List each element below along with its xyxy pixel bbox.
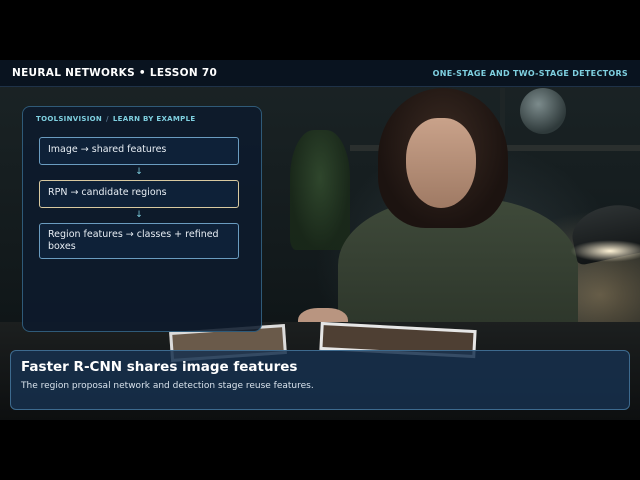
breadcrumb: TOOLSINVISION/LEARN BY EXAMPLE [36,115,195,123]
pipeline-step-shared-features: Image → shared features [39,137,239,165]
plant-decoration [290,130,350,250]
lesson-header: NEURAL NETWORKS • LESSON 70 ONE-STAGE AN… [0,60,640,87]
pipeline-step-region-features: Region features → classes + refined boxe… [39,223,239,259]
breadcrumb-section: LEARN BY EXAMPLE [112,115,196,123]
caption-subtitle: The region proposal network and detectio… [21,381,314,391]
caption-box: Faster R-CNN shares image features The r… [10,350,630,410]
pipeline-step-rpn: RPN → candidate regions [39,180,239,208]
lesson-title: NEURAL NETWORKS • LESSON 70 [12,67,218,79]
person-face [406,118,476,208]
globe-decoration [520,88,566,134]
breadcrumb-separator: / [106,115,109,123]
topic-title: ONE-STAGE AND TWO-STAGE DETECTORS [432,68,628,78]
lamp-glow [570,240,640,262]
person-figure [298,88,598,348]
breadcrumb-brand: TOOLSINVISION [36,115,103,123]
arrow-down-icon: ↓ [135,167,143,177]
arrow-down-icon: ↓ [135,210,143,220]
caption-title: Faster R-CNN shares image features [21,359,298,375]
pipeline-diagram-panel: TOOLSINVISION/LEARN BY EXAMPLE Image → s… [22,106,262,332]
